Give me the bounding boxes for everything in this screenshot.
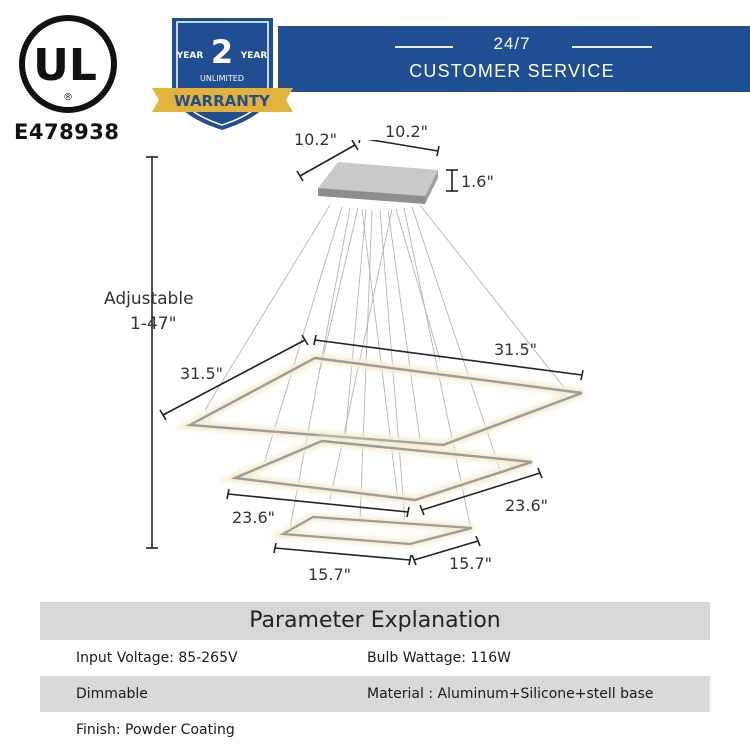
suspension-wires: [204, 204, 571, 529]
customer-service-banner: [278, 26, 750, 92]
parameter-row: Finish: Powder Coating: [40, 712, 710, 746]
banner-rule-right: [572, 46, 652, 48]
warranty-unlimited: UNLIMITED: [200, 74, 244, 83]
warranty-ribbon-text: WARRANTY: [174, 92, 271, 110]
bulb-wattage: Bulb Wattage: 116W: [367, 650, 512, 666]
adjustable-range-label: 1-47": [130, 314, 177, 334]
adjustable-label: Adjustable: [104, 289, 194, 309]
canopy-width-right-label: 10.2": [385, 122, 428, 141]
medium-square-ring: [217, 436, 534, 505]
ceiling-canopy: [318, 162, 438, 204]
canopy-height-label: 1.6": [461, 172, 494, 191]
warranty-year-right: YEAR: [240, 51, 268, 61]
dimmable: Dimmable: [76, 686, 148, 702]
warranty-year-left: YEAR: [176, 51, 204, 61]
banner-rule-left: [395, 46, 453, 48]
service-hours: 24/7: [493, 34, 531, 53]
ul-mark-text: UL: [33, 40, 97, 91]
parameter-table: Parameter Explanation Input Voltage: 85-…: [40, 602, 710, 746]
small-square-ring: [269, 512, 473, 549]
ul-logo: UL ®: [19, 15, 117, 113]
warranty-ribbon: [152, 88, 293, 112]
large-square-ring: [174, 353, 584, 450]
finish: Finish: Powder Coating: [76, 722, 235, 738]
parameter-title: Parameter Explanation: [249, 608, 501, 633]
large-width-right-label: 31.5": [494, 340, 537, 359]
registered-mark: ®: [63, 92, 73, 103]
parameter-title-row: Parameter Explanation: [40, 602, 710, 640]
chandelier-drawing: [146, 140, 584, 566]
small-width-right-label: 15.7": [449, 554, 492, 573]
medium-width-left-label: 23.6": [232, 508, 275, 527]
warranty-count: 2: [211, 33, 233, 71]
service-title: CUSTOMER SERVICE: [409, 61, 615, 81]
parameter-row: Dimmable Material : Aluminum+Silicone+st…: [40, 676, 710, 712]
input-voltage: Input Voltage: 85-265V: [76, 650, 238, 666]
medium-width-right-label: 23.6": [505, 496, 548, 515]
certification-number: E478938: [14, 120, 120, 144]
canopy-width-left-label: 10.2": [294, 130, 337, 149]
material: Material : Aluminum+Silicone+stell base: [367, 686, 654, 702]
parameter-row: Input Voltage: 85-265V Bulb Wattage: 116…: [40, 640, 710, 676]
small-width-left-label: 15.7": [308, 565, 351, 584]
dimension-lines: [146, 140, 584, 566]
warranty-badge: YEAR 2 YEAR UNLIMITED WARRANTY: [152, 14, 293, 135]
large-width-left-label: 31.5": [180, 364, 223, 383]
